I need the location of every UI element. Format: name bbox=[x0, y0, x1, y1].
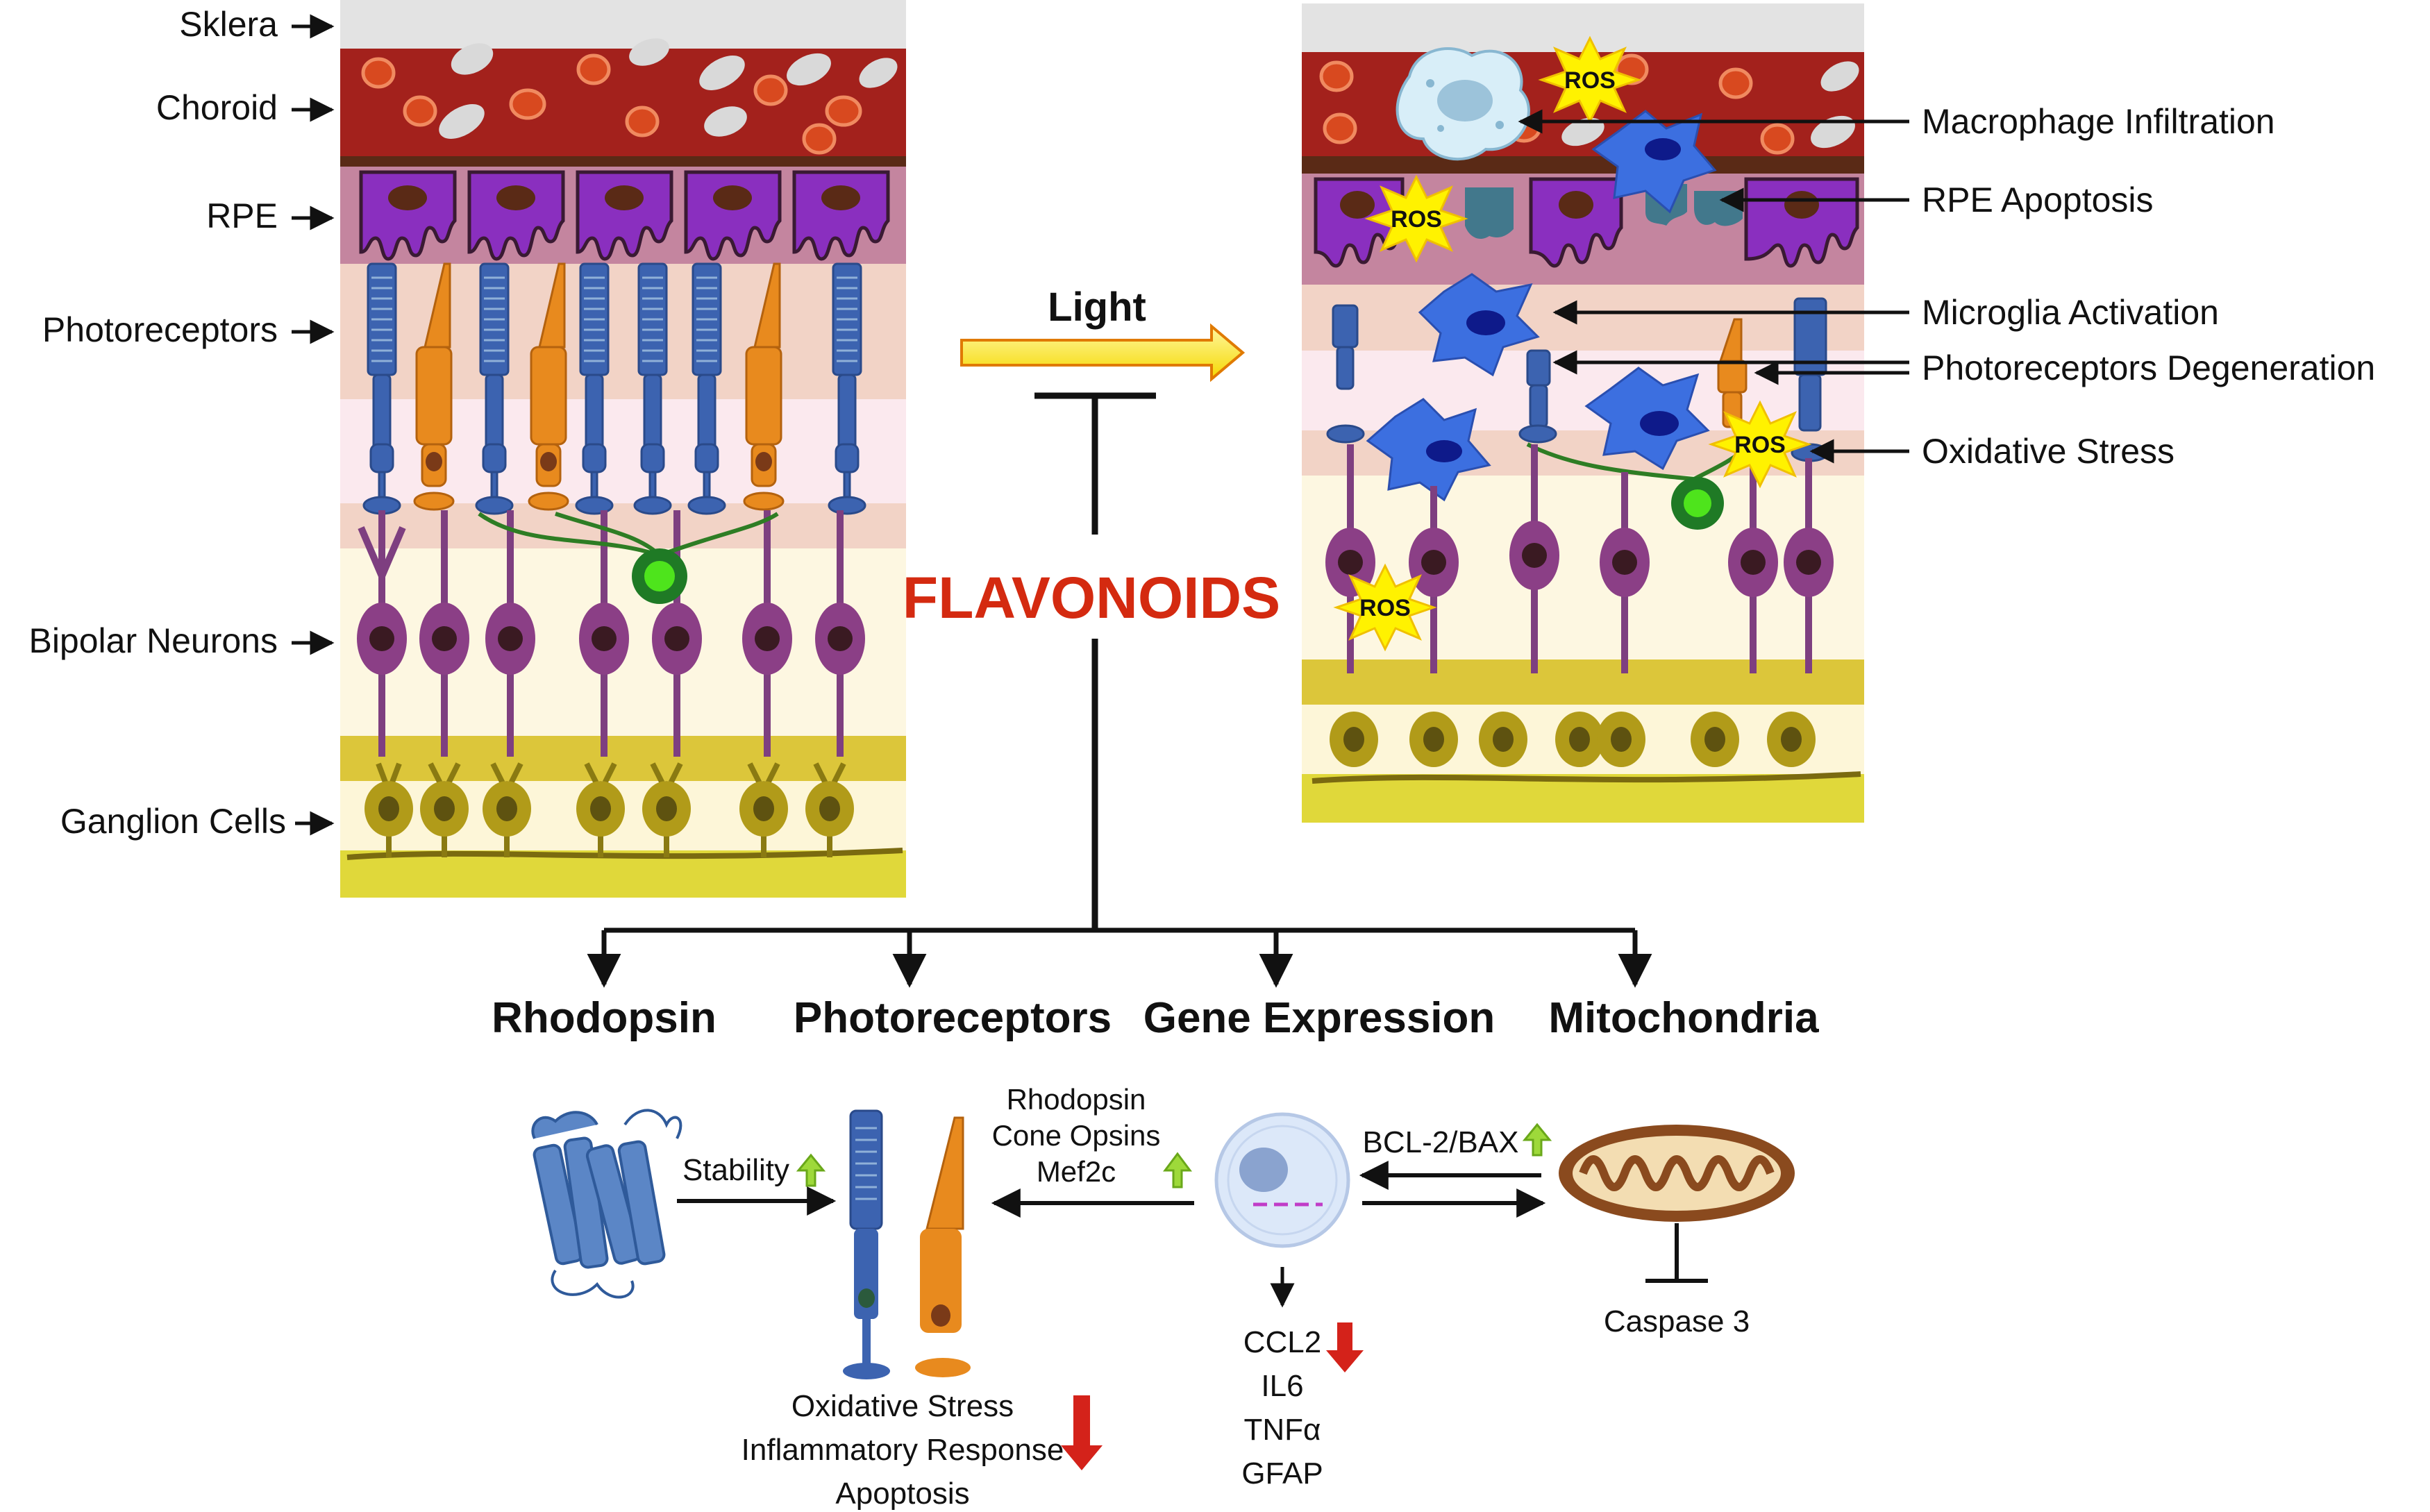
label-choroid: Choroid bbox=[156, 88, 278, 127]
genes-up-arrow bbox=[1163, 1152, 1192, 1188]
left-layer-labels: Sklera Choroid RPE Photoreceptors Bipola… bbox=[28, 5, 335, 841]
label-macrophage-infiltration: Macrophage Infiltration bbox=[1922, 102, 2275, 141]
effects-down-arrow bbox=[1061, 1395, 1103, 1470]
flavonoids-label: FLAVONOIDS bbox=[903, 565, 1280, 630]
macrophage bbox=[1396, 47, 1530, 161]
cytokine-tnfa: TNFα bbox=[1244, 1413, 1321, 1447]
target-gene-expression: Gene Expression bbox=[1143, 994, 1495, 1042]
rod-discs bbox=[371, 276, 857, 362]
mitochondrion-icon bbox=[1559, 1125, 1795, 1222]
cones bbox=[413, 262, 785, 511]
effect-apoptosis: Apoptosis bbox=[835, 1477, 969, 1511]
target-rhodopsin: Rhodopsin bbox=[492, 994, 717, 1042]
cytokine-gfap: GFAP bbox=[1241, 1456, 1323, 1490]
rpe-cells bbox=[359, 170, 890, 261]
target-labels: Rhodopsin Photoreceptors Gene Expression… bbox=[492, 994, 1819, 1042]
label-photoreceptors-degeneration: Photoreceptors Degeneration bbox=[1922, 348, 2375, 387]
photoreceptor-effects: Oxidative Stress Inflammatory Response A… bbox=[741, 1389, 1103, 1511]
right-effect-labels: Macrophage Infiltration RPE Apoptosis Mi… bbox=[1518, 102, 2375, 471]
effect-oxidative-stress: Oxidative Stress bbox=[791, 1389, 1014, 1423]
stability-label: Stability bbox=[682, 1153, 789, 1187]
cytokines-down-arrow bbox=[1326, 1322, 1364, 1372]
damaged-retina-panel: ROS ROS ROS ROS bbox=[1302, 3, 1864, 823]
target-mitochondria: Mitochondria bbox=[1548, 994, 1819, 1042]
label-microglia-activation: Microglia Activation bbox=[1922, 293, 2219, 332]
label-photoreceptors: Photoreceptors bbox=[42, 310, 278, 349]
label-oxidative-stress: Oxidative Stress bbox=[1922, 432, 2175, 471]
bottom-cone-icon bbox=[915, 1116, 971, 1377]
bcl2-bax-label: BCL-2/BAX bbox=[1363, 1125, 1519, 1159]
choroid-blood-cells bbox=[361, 38, 898, 155]
bipolar-nuclei bbox=[369, 626, 853, 651]
label-sklera: Sklera bbox=[179, 5, 278, 44]
gene-expression-block: Rhodopsin Cone Opsins Mef2c bbox=[991, 1083, 1194, 1218]
light-arrow: Light bbox=[960, 285, 1246, 383]
sklera-layer bbox=[340, 0, 906, 49]
flavonoid-inhibition: FLAVONOIDS bbox=[587, 392, 1652, 988]
label-bipolar-neurons: Bipolar Neurons bbox=[28, 621, 278, 660]
light-label: Light bbox=[1048, 285, 1146, 330]
stability-up-arrow bbox=[796, 1153, 826, 1187]
gene-mef2c: Mef2c bbox=[1037, 1155, 1116, 1188]
label-ganglion-cells: Ganglion Cells bbox=[60, 802, 286, 841]
caspase-label: Caspase 3 bbox=[1604, 1304, 1750, 1338]
effect-inflammatory-response: Inflammatory Response bbox=[741, 1433, 1064, 1467]
bottom-rod-icon bbox=[843, 1109, 890, 1379]
target-photoreceptors: Photoreceptors bbox=[794, 994, 1112, 1042]
gene-cone-opsins: Cone Opsins bbox=[992, 1119, 1161, 1152]
ros-label-1: ROS bbox=[1564, 67, 1616, 94]
ros-label-2: ROS bbox=[1391, 206, 1442, 233]
bcl2-up-arrow bbox=[1522, 1123, 1552, 1157]
mitochondria-block: BCL-2/BAX Caspase 3 bbox=[1359, 1123, 1795, 1338]
gene-rhodopsin: Rhodopsin bbox=[1007, 1083, 1146, 1116]
ros-bursts: ROS ROS ROS ROS bbox=[1333, 35, 1812, 652]
rhodopsin-protein-icon bbox=[531, 1109, 682, 1299]
ganglion-cells bbox=[346, 762, 903, 860]
ros-label-3: ROS bbox=[1734, 432, 1786, 458]
cytokine-il6: IL6 bbox=[1261, 1369, 1303, 1403]
ros-label-4: ROS bbox=[1359, 595, 1411, 621]
label-rpe-apoptosis: RPE Apoptosis bbox=[1922, 180, 2154, 219]
cone-nuclei bbox=[426, 452, 772, 471]
cytokine-ccl2: CCL2 bbox=[1243, 1325, 1322, 1359]
horizontal-cell bbox=[478, 512, 779, 604]
cytokine-block: CCL2 IL6 TNFα GFAP bbox=[1241, 1322, 1364, 1490]
label-rpe: RPE bbox=[206, 196, 278, 235]
nucleus-cell-icon bbox=[1214, 1112, 1350, 1248]
healthy-retina-panel bbox=[340, 0, 906, 898]
rods bbox=[362, 262, 866, 515]
rpe-nuclei bbox=[388, 185, 860, 210]
